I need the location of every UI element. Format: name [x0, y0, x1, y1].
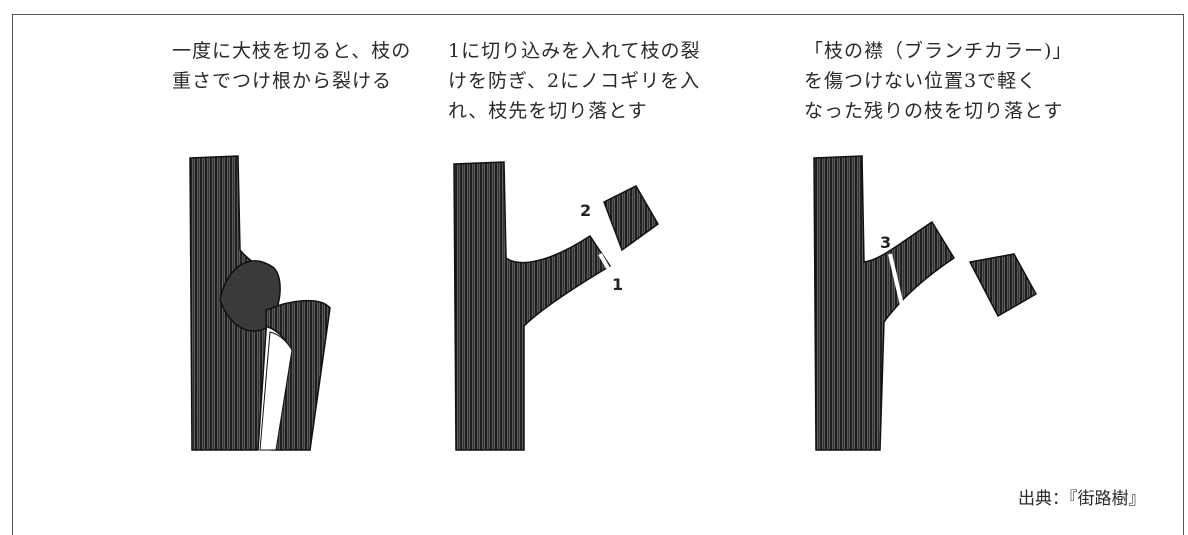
caption-step1-line2: 重さでつけ根から裂ける	[172, 70, 393, 92]
tree-illustration-cuts: 2 1	[453, 161, 659, 451]
tree-illustration-torn	[189, 155, 331, 451]
removed-stub-shape	[968, 253, 1038, 318]
figure-frame	[12, 14, 1184, 535]
caption-step3: 「枝の襟（ブランチカラー)」 を傷つけない位置3で軽く なった残りの枝を切り落と…	[804, 36, 1072, 126]
trunk-with-stub-shape	[813, 155, 956, 451]
cut-line-1	[598, 253, 610, 269]
cut-marker-3: 3	[880, 233, 891, 252]
caption-step2-line2: けを防ぎ、2にノコギリを入	[448, 70, 701, 92]
cut-marker-1: 1	[612, 275, 623, 294]
cut-line-3	[888, 253, 906, 315]
tree-illustration-final-cut: 3	[813, 155, 1038, 451]
source-credit: 出典：『街路樹』	[1018, 489, 1146, 509]
caption-step3-line1: 「枝の襟（ブランチカラー)」	[804, 40, 1073, 62]
cut-marker-2: 2	[580, 201, 591, 220]
branch-tip-shape	[603, 185, 659, 252]
caption-step2-line3: れ、枝先を切り落とす	[448, 100, 648, 122]
branch-collar-shape	[219, 260, 281, 332]
trunk-with-branch-shape	[453, 161, 612, 451]
caption-step2-line1: 1に切り込みを入れて枝の裂	[448, 40, 701, 62]
tear-gap-shape	[259, 331, 293, 451]
caption-step3-line3: なった残りの枝を切り落とす	[804, 100, 1064, 122]
caption-step3-line2: を傷つけない位置3で軽く	[804, 70, 1038, 92]
caption-step1-line1: 一度に大枝を切ると、枝の	[172, 40, 412, 62]
cut-line-2	[590, 228, 604, 248]
caption-step1: 一度に大枝を切ると、枝の 重さでつけ根から裂ける	[172, 36, 411, 96]
caption-step2: 1に切り込みを入れて枝の裂 けを防ぎ、2にノコギリを入 れ、枝先を切り落とす	[448, 36, 701, 126]
